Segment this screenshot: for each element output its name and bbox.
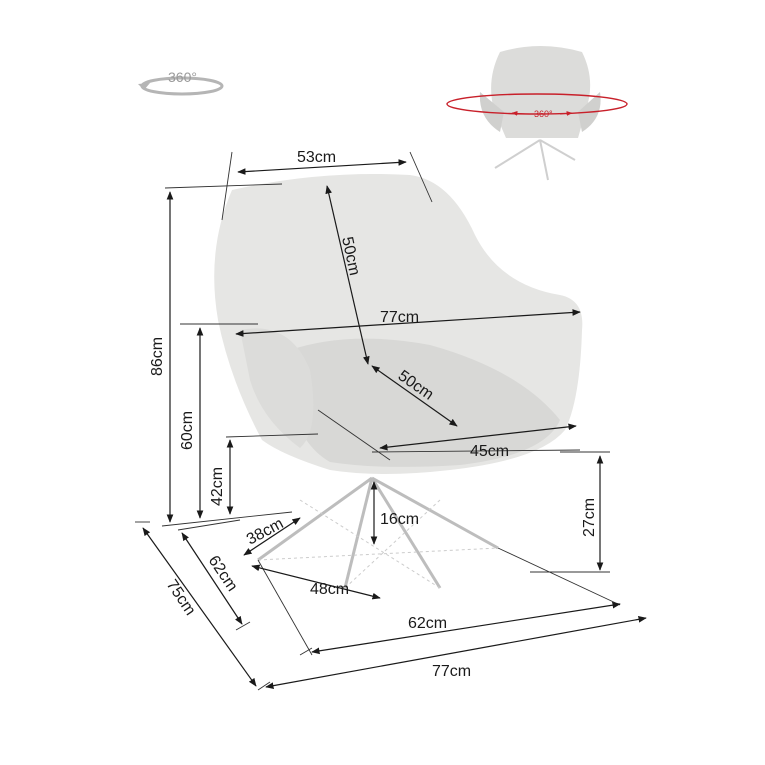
total-width-line — [265, 616, 647, 689]
base-diagonal-label: 48cm — [310, 581, 349, 598]
thumbnail-360-label: 360° — [534, 109, 553, 119]
seat-height-label: 42cm — [209, 467, 226, 506]
arm-width-line — [235, 309, 581, 337]
backrest-width-line — [237, 159, 407, 175]
dimension-annotations: 53cm 50cm 77cm 50cm 45cm 86cm 60cm 42cm … — [142, 149, 647, 689]
base-side-label: 27cm — [581, 498, 598, 537]
seat-width-label: 45cm — [470, 443, 509, 460]
rear-view-thumbnail: 360° — [446, 46, 628, 181]
total-width-label: 77cm — [432, 663, 471, 680]
base-width-line — [311, 601, 621, 655]
seat-width-line — [379, 423, 577, 451]
total-height-label: 86cm — [149, 337, 166, 376]
chair-base — [257, 476, 499, 589]
armrest-height-label: 60cm — [179, 411, 196, 450]
backrest-width-label: 53cm — [297, 149, 336, 166]
total-depth-line — [142, 527, 257, 687]
rotate-360-icon: 360° — [138, 69, 224, 96]
rotate-360-label: 360° — [168, 69, 197, 85]
base-width-label: 62cm — [408, 615, 447, 632]
rotation-ring — [446, 93, 628, 115]
arm-width-label: 77cm — [380, 309, 419, 326]
base-height-label: 16cm — [380, 511, 419, 528]
base-depth-label: 62cm — [205, 553, 241, 595]
base-diagonal-line — [251, 564, 381, 600]
seat-depth-line — [371, 365, 458, 427]
